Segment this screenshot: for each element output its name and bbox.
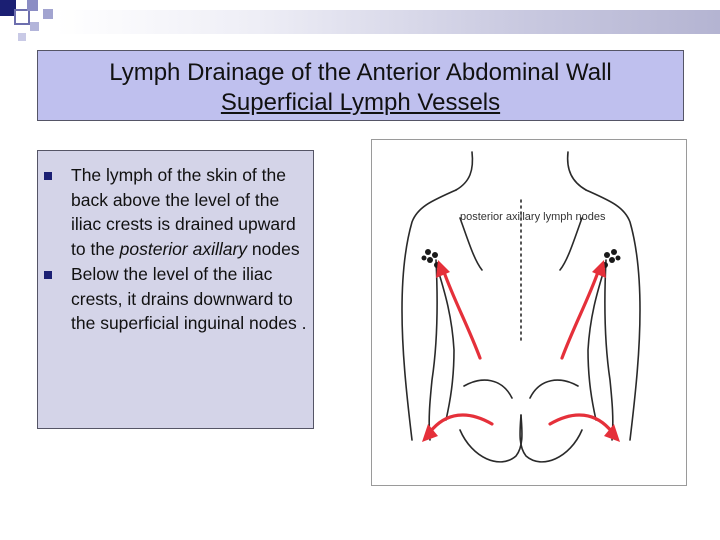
upward-arrow-left: [442, 270, 482, 360]
arrow-heads: [422, 260, 620, 442]
right-arm-outer: [585, 189, 641, 441]
bullet-list: The lymph of the skin of the back above …: [38, 163, 315, 336]
arrow-head-up-left: [436, 260, 450, 278]
title-line-2: Superficial Lymph Vessels: [220, 89, 501, 116]
neck-left-line: [455, 151, 474, 191]
left-scapula-line: [459, 217, 483, 271]
left-iliac-crest: [463, 379, 513, 399]
body-outline: [401, 151, 641, 463]
upward-arrow-right: [560, 270, 600, 360]
back-lymph-drainage-figure: posterior axillary lymph nodes: [371, 139, 687, 486]
torso-left-side: [437, 269, 455, 421]
left-arm-outer: [401, 189, 457, 441]
decor-square: [0, 0, 16, 16]
lymph-node-dots: [421, 249, 621, 268]
downward-arrow-right: [548, 413, 614, 434]
figure-label: posterior axillary lymph nodes: [460, 211, 606, 223]
left-buttock: [459, 414, 523, 463]
decor-square: [14, 9, 30, 25]
bullet-text: Below the level of the iliac crests, it …: [71, 263, 307, 334]
torso-right-side: [587, 269, 605, 421]
downward-arrow-left: [428, 413, 494, 434]
bullet-text-box: The lymph of the skin of the back above …: [37, 150, 314, 429]
arrow-head-up-right: [592, 260, 606, 278]
right-buttock: [519, 414, 583, 463]
square-bullet-icon: [44, 270, 52, 279]
title-line-1: Lymph Drainage of the Anterior Abdominal…: [109, 59, 612, 86]
decor-square: [27, 0, 38, 11]
arrow-head-down-right: [604, 424, 620, 442]
bullet-text: The lymph of the skin of the back above …: [71, 165, 296, 260]
square-bullet-icon: [44, 172, 52, 180]
right-iliac-crest: [529, 379, 579, 399]
right-arm-inner: [604, 259, 614, 441]
drainage-arrows: [428, 270, 614, 434]
bullet-text-italic: posterior axillary: [119, 239, 248, 260]
neck-right-line: [566, 151, 587, 191]
arrow-head-down-left: [422, 424, 438, 442]
back-illustration: [401, 151, 641, 463]
right-scapula-line: [559, 217, 583, 271]
bullet-item: The lymph of the skin of the back above …: [38, 163, 315, 262]
header-gradient-bar: [56, 10, 720, 34]
decor-square: [43, 9, 53, 19]
slide-title: Lymph Drainage of the Anterior Abdominal…: [37, 50, 684, 121]
bullet-item: Below the level of the iliac crests, it …: [38, 262, 315, 336]
left-arm-inner: [428, 259, 438, 441]
decor-square: [30, 22, 39, 31]
bullet-text: nodes: [247, 239, 300, 260]
decor-square: [18, 33, 26, 41]
